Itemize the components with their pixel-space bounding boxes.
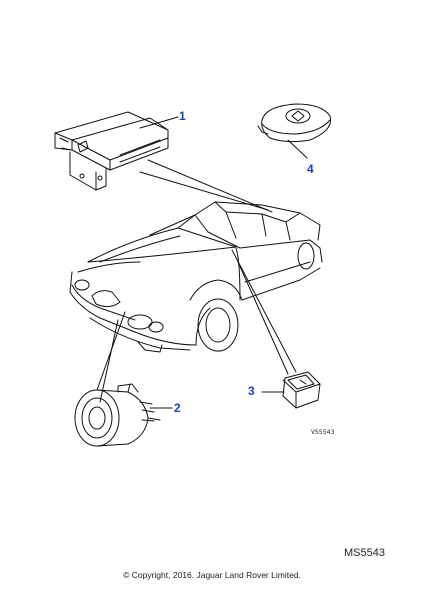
alarm-horn-siren-icon[interactable] [74,383,161,447]
ms-number: MS5543 [344,547,385,559]
callout-2: 2 [174,401,181,415]
callout-4: 4 [307,162,314,176]
callout-3: 3 [248,384,255,398]
drawing-code-small: VS5543 [311,428,335,436]
callout-1: 1 [179,109,186,123]
key-fob-remote-icon[interactable] [257,103,332,143]
car-outline-icon [69,201,323,353]
copyright: © Copyright, 2016. Jaguar Land Rover Lim… [123,570,301,580]
control-module-bracket-icon[interactable] [54,111,169,191]
switch-icon[interactable] [282,371,321,409]
leader-lines [96,116,308,409]
